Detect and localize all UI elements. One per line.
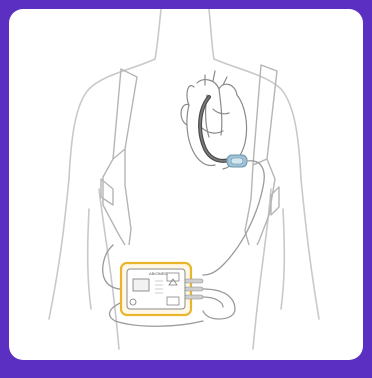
lvad-body-illustration: ABIOMED bbox=[9, 9, 363, 360]
harness-straps bbox=[101, 65, 279, 245]
controller-icon: ABIOMED bbox=[121, 263, 203, 315]
heart-icon bbox=[181, 71, 247, 169]
illustration-card: ABIOMED bbox=[9, 9, 363, 360]
controller-brand-label: ABIOMED bbox=[149, 271, 168, 276]
